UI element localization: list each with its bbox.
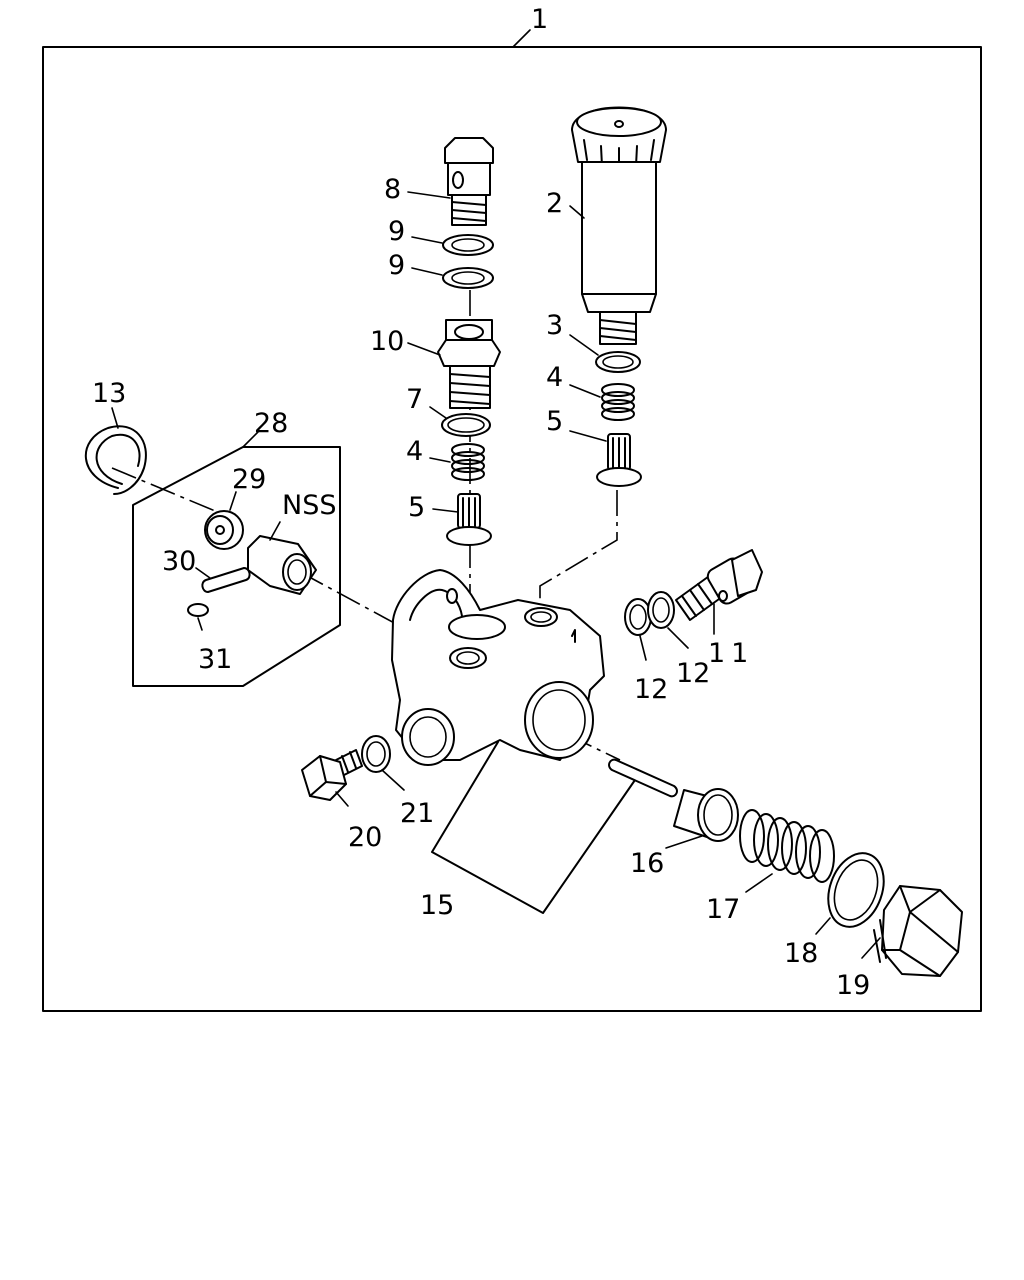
part-5-valve-right [596, 433, 642, 487]
label-part-16: 16 [630, 848, 664, 879]
label-part-11: 11 [708, 638, 754, 669]
part-13-snap-ring [84, 425, 147, 495]
label-part-21: 21 [400, 798, 434, 829]
part-4-spring-right [601, 383, 635, 421]
label-part-20: 20 [348, 822, 382, 853]
part-16-sleeve [673, 788, 739, 842]
assembly-frame [42, 46, 982, 1012]
part-9-washer-lower [442, 267, 494, 289]
label-part-4-right: 4 [546, 362, 563, 393]
label-part-28: 28 [254, 408, 288, 439]
part-17-spring [739, 809, 835, 883]
label-part-1: 1 [531, 4, 548, 35]
label-part-12-right: 12 [676, 658, 710, 689]
label-nss: NSS [282, 490, 336, 521]
label-part-19: 19 [836, 970, 870, 1001]
nss-tappet-body [247, 535, 317, 595]
label-part-15: 15 [420, 890, 454, 921]
label-part-2: 2 [546, 188, 563, 219]
label-part-9-upper: 9 [388, 216, 405, 247]
part-15-pin [608, 758, 678, 798]
part-21-washer [361, 735, 391, 773]
label-part-13: 13 [92, 378, 126, 409]
group-15-bracket [431, 741, 636, 914]
pump-body [391, 569, 605, 766]
part-5-valve-left [446, 493, 492, 546]
label-part-5-right: 5 [546, 406, 563, 437]
part-19-plug [873, 885, 963, 977]
label-part-8: 8 [384, 174, 401, 205]
part-9-washer-upper [442, 234, 494, 256]
label-part-9-lower: 9 [388, 250, 405, 281]
part-30-pin [201, 567, 251, 593]
part-18-gasket [827, 852, 885, 928]
part-2-filter-cup [571, 106, 667, 345]
part-12-washer-right [647, 591, 675, 629]
part-20-plug-bolt [301, 749, 363, 801]
label-part-31: 31 [198, 644, 232, 675]
label-part-7: 7 [406, 384, 423, 415]
label-part-18: 18 [784, 938, 818, 969]
label-part-12-left: 12 [634, 674, 668, 705]
part-8-banjo-bolt [444, 137, 494, 226]
label-part-29: 29 [232, 464, 266, 495]
label-part-4-left: 4 [406, 436, 423, 467]
label-part-30: 30 [162, 546, 196, 577]
part-4-spring-left [451, 443, 485, 481]
part-31-clip [187, 603, 209, 617]
part-29-roller [204, 510, 244, 550]
part-10-valve-holder [437, 319, 501, 409]
part-11-banjo-bolt [675, 549, 763, 621]
label-part-10: 10 [370, 326, 404, 357]
label-part-17: 17 [706, 894, 740, 925]
part-3-o-ring [595, 351, 641, 373]
label-part-5-left: 5 [408, 492, 425, 523]
leader-lines [111, 191, 881, 959]
label-part-3: 3 [546, 310, 563, 341]
